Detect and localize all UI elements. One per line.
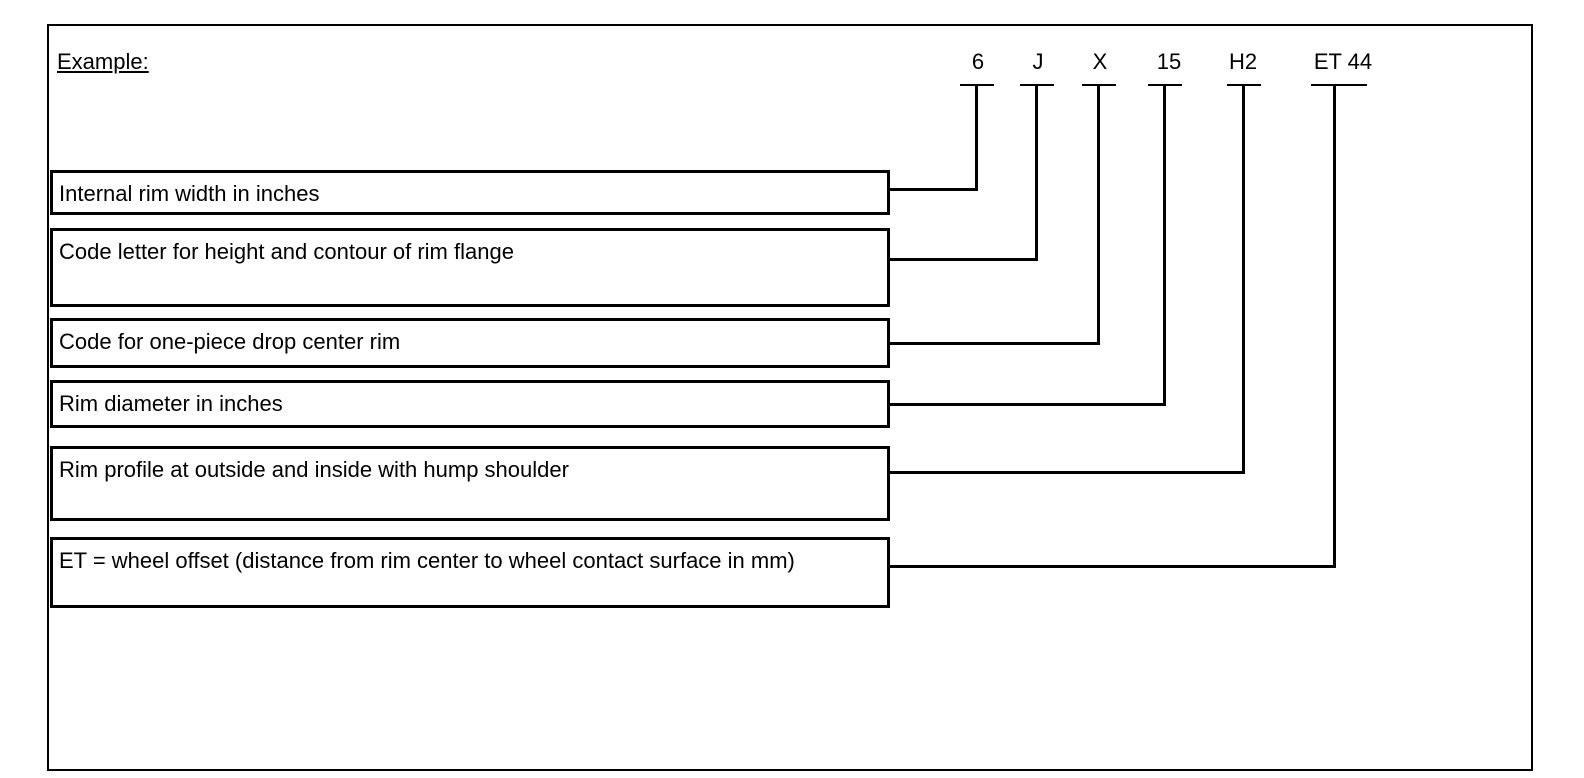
code-label-j: J [1032, 49, 1044, 74]
label-box-flange-code-text: Code letter for height and contour of ri… [59, 239, 514, 264]
label-box-rim-width-text: Internal rim width in inches [59, 181, 320, 206]
code-tick-et44 [1311, 84, 1367, 86]
example-label: Example: [57, 49, 149, 74]
label-box-hump-profile: Rim profile at outside and inside with h… [50, 446, 890, 521]
diagram-border [47, 24, 1533, 771]
code-label-et44: ET 44 [1313, 49, 1373, 74]
label-box-rim-width: Internal rim width in inches [50, 170, 890, 215]
leader-horizontal-15 [887, 403, 1166, 406]
label-box-flange-code: Code letter for height and contour of ri… [50, 228, 890, 307]
code-label-h2: H2 [1228, 49, 1258, 74]
leader-horizontal-x [887, 342, 1100, 345]
code-label-6: 6 [971, 49, 985, 74]
leader-vertical-h2 [1242, 85, 1245, 474]
label-box-wheel-offset: ET = wheel offset (distance from rim cen… [50, 537, 890, 608]
leader-horizontal-j [887, 258, 1038, 261]
leader-horizontal-h2 [887, 471, 1245, 474]
label-box-hump-profile-text: Rim profile at outside and inside with h… [59, 457, 569, 482]
label-box-rim-diameter: Rim diameter in inches [50, 380, 890, 428]
leader-vertical-j [1035, 85, 1038, 261]
code-label-15: 15 [1156, 49, 1182, 74]
label-box-drop-center-text: Code for one-piece drop center rim [59, 329, 401, 354]
label-box-drop-center: Code for one-piece drop center rim [50, 318, 890, 368]
leader-vertical-15 [1163, 85, 1166, 406]
label-box-rim-diameter-text: Rim diameter in inches [59, 391, 283, 416]
label-box-wheel-offset-text: ET = wheel offset (distance from rim cen… [59, 548, 795, 573]
leader-horizontal-et44 [887, 565, 1336, 568]
leader-horizontal-6 [887, 188, 978, 191]
leader-vertical-et44 [1333, 85, 1336, 568]
leader-vertical-6 [975, 85, 978, 191]
code-label-x: X [1092, 49, 1108, 74]
leader-vertical-x [1097, 85, 1100, 345]
